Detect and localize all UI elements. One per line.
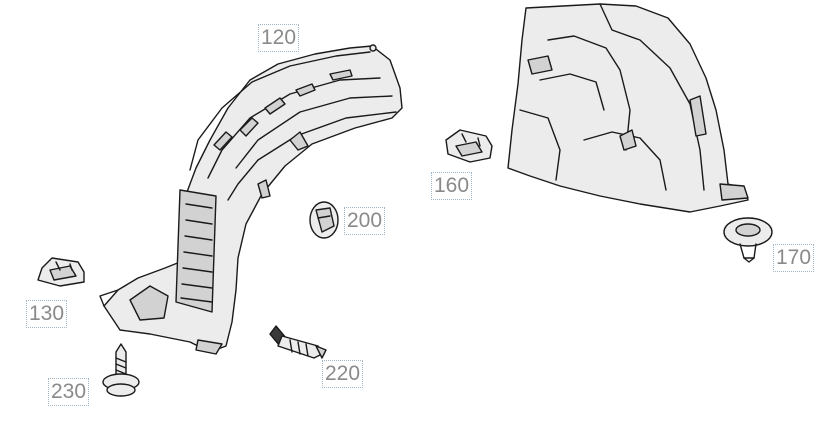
callout-label-200[interactable]: 200 (344, 207, 386, 235)
wheel-arch-liner-rear[interactable] (507, 3, 749, 213)
clip-nut-130[interactable] (37, 257, 85, 287)
callout-label-230[interactable]: 230 (48, 378, 90, 406)
push-rivet-170[interactable] (723, 217, 773, 263)
callout-label-120[interactable]: 120 (258, 24, 300, 52)
callout-label-130[interactable]: 130 (26, 300, 68, 328)
expanding-rivet-220[interactable] (269, 325, 327, 359)
wheel-arch-liner-front[interactable] (99, 44, 403, 355)
expanding-nut-200[interactable] (309, 201, 339, 239)
callout-label-160[interactable]: 160 (431, 172, 473, 200)
clip-nut-160[interactable] (445, 129, 493, 163)
callout-label-220[interactable]: 220 (322, 360, 364, 388)
screw-230[interactable] (102, 343, 140, 397)
callout-label-170[interactable]: 170 (773, 244, 815, 272)
